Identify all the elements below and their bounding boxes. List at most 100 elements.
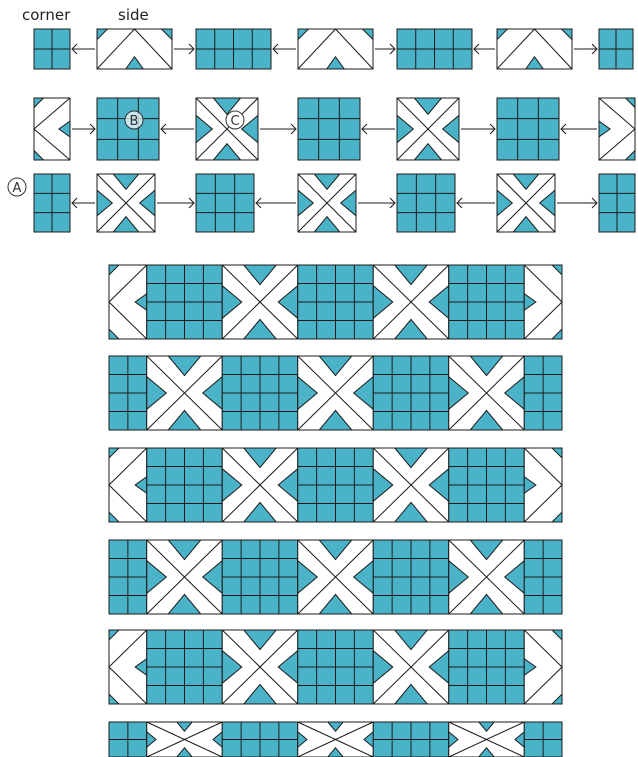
assembly-arrow xyxy=(161,124,194,134)
grid-block xyxy=(298,630,374,704)
center-x-block xyxy=(97,174,155,232)
assembly-arrow xyxy=(260,124,296,134)
grid-square xyxy=(298,98,360,160)
grid-block xyxy=(298,98,360,160)
grid-square xyxy=(497,98,559,160)
grid-block xyxy=(449,630,525,704)
center-x-block xyxy=(497,174,555,232)
assembly-arrow xyxy=(474,44,495,54)
assembly-arrow xyxy=(72,198,95,208)
side-down-block xyxy=(97,29,172,69)
assembly-arrow xyxy=(72,124,95,134)
assembly-arrow xyxy=(457,198,495,208)
grid-block xyxy=(34,174,70,232)
side-left-block xyxy=(524,265,562,339)
grid-block xyxy=(497,98,559,160)
grid-block xyxy=(397,174,455,232)
quilt-row-1 xyxy=(109,265,562,339)
block-row-1 xyxy=(34,29,633,69)
center-x-block xyxy=(298,540,374,614)
grid-block xyxy=(449,265,525,339)
block-row-3 xyxy=(34,174,635,232)
grid-square xyxy=(196,174,254,232)
assembly-arrow xyxy=(157,198,194,208)
grid-block xyxy=(196,174,254,232)
center-x-block xyxy=(397,98,459,160)
center-x-block xyxy=(449,540,525,614)
assembled-quilt-rows xyxy=(109,265,562,757)
quilt-row-5 xyxy=(109,630,562,704)
marker-b: B xyxy=(125,111,143,129)
center-x-block xyxy=(449,722,525,757)
grid-block xyxy=(373,722,449,757)
grid-block xyxy=(196,29,271,69)
marker-c: C xyxy=(226,111,244,129)
grid-block xyxy=(34,29,70,69)
center-x-block xyxy=(298,722,374,757)
grid-block xyxy=(524,540,562,614)
grid-block xyxy=(147,265,223,339)
center-x-block xyxy=(196,98,258,160)
grid-block xyxy=(109,722,147,757)
grid-square xyxy=(97,98,159,160)
marker-a: A xyxy=(8,178,26,196)
center-x-block xyxy=(373,448,449,522)
grid-block xyxy=(373,356,449,430)
grid-block xyxy=(373,540,449,614)
side-down-block xyxy=(497,29,572,69)
corner-label: corner xyxy=(22,6,71,24)
marker-c-letter: C xyxy=(230,114,239,129)
grid-block xyxy=(524,722,562,757)
assembly-arrow xyxy=(557,198,597,208)
side-label: side xyxy=(118,6,149,24)
center-x-block xyxy=(147,540,223,614)
grid-block xyxy=(222,722,298,757)
grid-block xyxy=(109,356,147,430)
grid-block xyxy=(298,265,374,339)
marker-b-letter: B xyxy=(130,114,139,129)
side-down-block xyxy=(298,29,373,69)
side-right-block xyxy=(109,265,147,339)
quilt-row-3 xyxy=(109,448,562,522)
side-left-block xyxy=(524,448,562,522)
assembly-arrow xyxy=(72,44,95,54)
assembly-arrow xyxy=(574,44,597,54)
center-x-block xyxy=(222,265,298,339)
block-row-2 xyxy=(34,98,635,160)
center-x-block xyxy=(147,722,223,757)
grid-square xyxy=(397,174,455,232)
side-right-block xyxy=(109,448,147,522)
grid-block xyxy=(397,29,472,69)
quilt-row-6 xyxy=(109,722,562,757)
grid-block xyxy=(222,540,298,614)
center-x-block xyxy=(222,448,298,522)
assembly-arrow xyxy=(375,44,395,54)
assembly-arrow xyxy=(273,44,296,54)
side-left-block xyxy=(599,98,635,160)
grid-block xyxy=(222,356,298,430)
assembly-arrow xyxy=(256,198,296,208)
center-x-block xyxy=(373,630,449,704)
quilt-row-2 xyxy=(109,356,562,430)
center-x-block xyxy=(298,356,374,430)
center-x-block xyxy=(222,630,298,704)
grid-block xyxy=(449,448,525,522)
grid-block xyxy=(599,174,635,232)
grid-block xyxy=(147,448,223,522)
grid-block xyxy=(147,630,223,704)
grid-block xyxy=(599,29,633,69)
grid-block xyxy=(524,356,562,430)
marker-a-letter: A xyxy=(13,181,22,196)
assembly-arrow xyxy=(362,124,395,134)
center-x-block xyxy=(298,174,356,232)
center-x-block xyxy=(449,356,525,430)
side-left-block xyxy=(524,630,562,704)
grid-block xyxy=(109,540,147,614)
grid-block xyxy=(97,98,159,160)
quilt-row-4 xyxy=(109,540,562,614)
center-x-block xyxy=(373,265,449,339)
block-assembly-rows xyxy=(34,29,635,232)
center-x-block xyxy=(147,356,223,430)
side-right-block xyxy=(109,630,147,704)
